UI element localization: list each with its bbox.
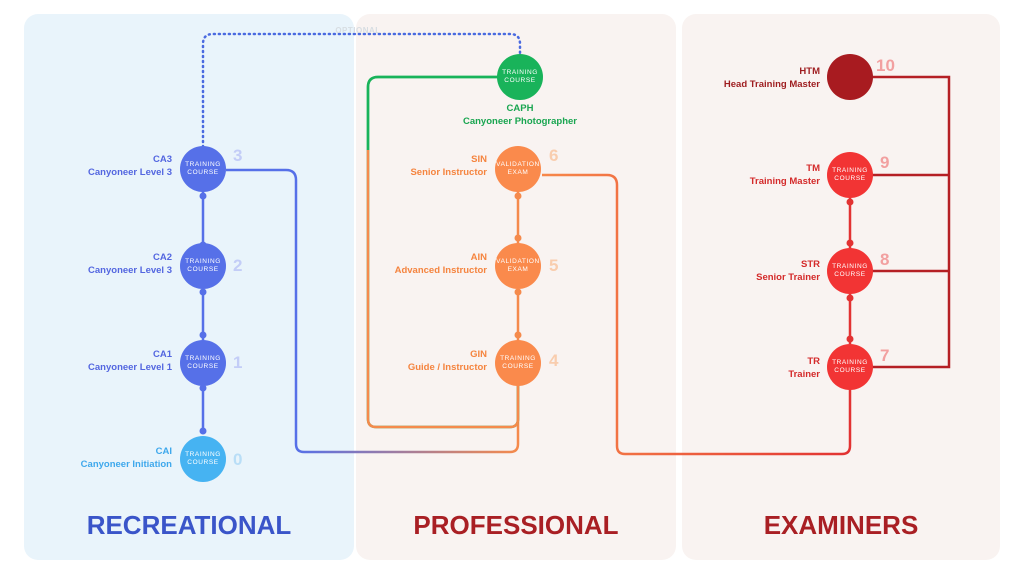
optional-dotted-line: [201, 32, 522, 154]
ca3-level-number: 3: [233, 146, 243, 165]
examiners-heading: EXAMINERS: [763, 510, 919, 540]
str-level-number: 8: [880, 250, 890, 269]
ca1-level-number: 1: [233, 353, 243, 372]
cai-level-number: 0: [233, 450, 243, 469]
ain-level-number: 5: [549, 256, 559, 275]
recreational-heading: RECREATIONAL: [86, 510, 292, 540]
tr-level-number: 7: [880, 346, 890, 365]
tm-level-number: 9: [880, 153, 890, 172]
sin-level-number: 6: [549, 146, 559, 165]
examiners-bracket: [872, 75, 951, 369]
professional-heading: PROFESSIONAL: [413, 510, 619, 540]
htm-node[interactable]: [827, 54, 873, 100]
sin-to-tr-line: [542, 173, 852, 456]
ca2-level-number: 2: [233, 256, 243, 275]
htm-level-number: 10: [876, 56, 895, 75]
gin-level-number: 4: [549, 351, 559, 370]
optional-label: OPTIONAL: [335, 26, 381, 35]
ca3-to-gin-line: [226, 168, 520, 454]
